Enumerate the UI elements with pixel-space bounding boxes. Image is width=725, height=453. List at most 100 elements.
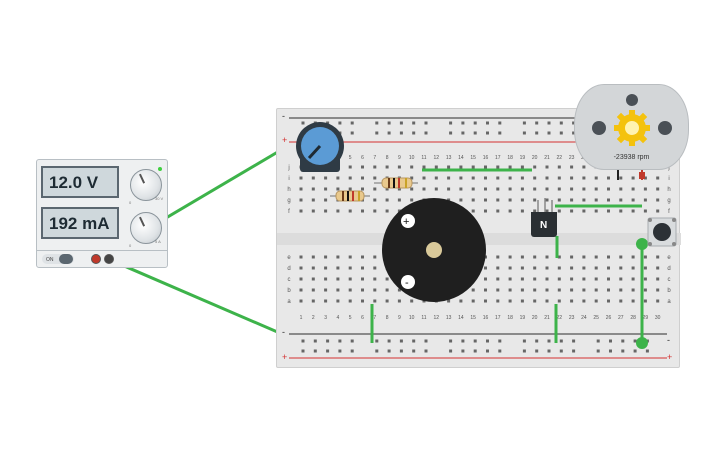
breadboard-hole[interactable] <box>486 131 489 135</box>
breadboard-hole[interactable] <box>447 198 451 202</box>
breadboard-hole[interactable] <box>594 255 598 259</box>
breadboard-hole[interactable] <box>397 187 401 191</box>
breadboard-hole[interactable] <box>559 121 563 125</box>
breadboard-hole[interactable] <box>486 339 489 343</box>
breadboard-hole[interactable] <box>607 266 610 270</box>
breadboard-hole[interactable] <box>547 349 551 353</box>
breadboard-hole[interactable] <box>607 176 610 180</box>
breadboard-hole[interactable] <box>582 165 586 169</box>
breadboard-hole[interactable] <box>385 165 389 169</box>
breadboard-hole[interactable] <box>313 349 317 353</box>
breadboard-hole[interactable] <box>496 277 500 281</box>
breadboard-hole[interactable] <box>434 176 438 180</box>
breadboard-hole[interactable] <box>373 255 377 259</box>
breadboard-hole[interactable] <box>324 176 328 180</box>
breadboard-hole[interactable] <box>447 176 451 180</box>
breadboard-hole[interactable] <box>484 176 487 180</box>
breadboard-hole[interactable] <box>299 299 303 303</box>
breadboard-hole[interactable] <box>484 165 487 169</box>
breadboard-hole[interactable] <box>508 198 512 202</box>
wire-endpoint[interactable] <box>636 238 648 250</box>
breadboard-hole[interactable] <box>596 349 600 353</box>
breadboard-hole[interactable] <box>299 266 303 270</box>
breadboard-hole[interactable] <box>473 349 477 353</box>
breadboard-hole[interactable] <box>348 255 352 259</box>
breadboard-hole[interactable] <box>311 209 315 213</box>
breadboard-hole[interactable] <box>336 209 340 213</box>
breadboard-hole[interactable] <box>449 131 453 135</box>
breadboard-hole[interactable] <box>361 299 364 303</box>
breadboard-hole[interactable] <box>301 121 305 125</box>
breadboard-hole[interactable] <box>361 165 364 169</box>
breadboard-hole[interactable] <box>486 349 489 353</box>
breadboard-hole[interactable] <box>570 277 574 281</box>
breadboard-hole[interactable] <box>412 349 416 353</box>
breadboard-hole[interactable] <box>299 198 303 202</box>
breadboard-hole[interactable] <box>373 165 377 169</box>
breadboard-hole[interactable] <box>373 176 377 180</box>
breadboard-hole[interactable] <box>324 288 328 292</box>
breadboard-hole[interactable] <box>570 209 574 213</box>
breadboard-hole[interactable] <box>373 299 377 303</box>
breadboard-hole[interactable] <box>520 277 524 281</box>
pushbutton[interactable] <box>647 217 677 247</box>
breadboard-hole[interactable] <box>484 299 487 303</box>
breadboard-hole[interactable] <box>375 131 379 135</box>
breadboard-hole[interactable] <box>471 198 475 202</box>
breadboard-hole[interactable] <box>348 299 352 303</box>
breadboard-hole[interactable] <box>484 288 487 292</box>
breadboard-hole[interactable] <box>533 255 537 259</box>
dc-motor[interactable]: -23938 rpm <box>574 84 689 170</box>
breadboard-hole[interactable] <box>631 187 635 191</box>
breadboard-hole[interactable] <box>311 277 315 281</box>
breadboard-hole[interactable] <box>520 299 524 303</box>
power-toggle[interactable]: ON <box>42 254 74 264</box>
breadboard-hole[interactable] <box>557 187 561 191</box>
breadboard-hole[interactable] <box>545 266 549 270</box>
breadboard-hole[interactable] <box>397 288 401 292</box>
breadboard-hole[interactable] <box>336 299 340 303</box>
breadboard-hole[interactable] <box>412 339 416 343</box>
voltage-knob[interactable] <box>130 169 162 201</box>
breadboard-hole[interactable] <box>621 349 625 353</box>
breadboard-hole[interactable] <box>375 349 379 353</box>
breadboard-hole[interactable] <box>631 198 635 202</box>
breadboard-hole[interactable] <box>348 266 352 270</box>
breadboard-hole[interactable] <box>643 209 647 213</box>
breadboard-hole[interactable] <box>533 198 537 202</box>
breadboard-hole[interactable] <box>299 209 303 213</box>
breadboard-hole[interactable] <box>361 277 364 281</box>
breadboard-hole[interactable] <box>385 187 389 191</box>
breadboard-hole[interactable] <box>361 176 364 180</box>
breadboard-hole[interactable] <box>461 121 465 125</box>
breadboard-hole[interactable] <box>582 209 586 213</box>
breadboard-hole[interactable] <box>508 187 512 191</box>
breadboard-hole[interactable] <box>619 255 623 259</box>
breadboard-hole[interactable] <box>410 176 414 180</box>
breadboard-hole[interactable] <box>545 288 549 292</box>
breadboard-hole[interactable] <box>545 165 549 169</box>
breadboard-hole[interactable] <box>412 121 416 125</box>
breadboard-hole[interactable] <box>520 176 524 180</box>
breadboard-hole[interactable] <box>619 187 623 191</box>
breadboard-hole[interactable] <box>533 277 537 281</box>
breadboard-hole[interactable] <box>631 209 635 213</box>
breadboard-hole[interactable] <box>570 266 574 270</box>
breadboard-hole[interactable] <box>471 176 475 180</box>
breadboard-hole[interactable] <box>397 165 401 169</box>
breadboard-hole[interactable] <box>533 266 537 270</box>
breadboard-hole[interactable] <box>410 187 414 191</box>
breadboard-hole[interactable] <box>473 339 477 343</box>
breadboard-hole[interactable] <box>643 255 647 259</box>
breadboard-hole[interactable] <box>557 299 561 303</box>
breadboard-hole[interactable] <box>326 349 330 353</box>
breadboard-hole[interactable] <box>607 299 610 303</box>
breadboard-hole[interactable] <box>594 209 598 213</box>
breadboard-hole[interactable] <box>643 187 647 191</box>
breadboard-hole[interactable] <box>594 176 598 180</box>
breadboard-hole[interactable] <box>410 299 414 303</box>
breadboard-hole[interactable] <box>643 277 647 281</box>
breadboard-hole[interactable] <box>557 277 561 281</box>
breadboard-hole[interactable] <box>559 349 563 353</box>
breadboard-hole[interactable] <box>373 266 377 270</box>
